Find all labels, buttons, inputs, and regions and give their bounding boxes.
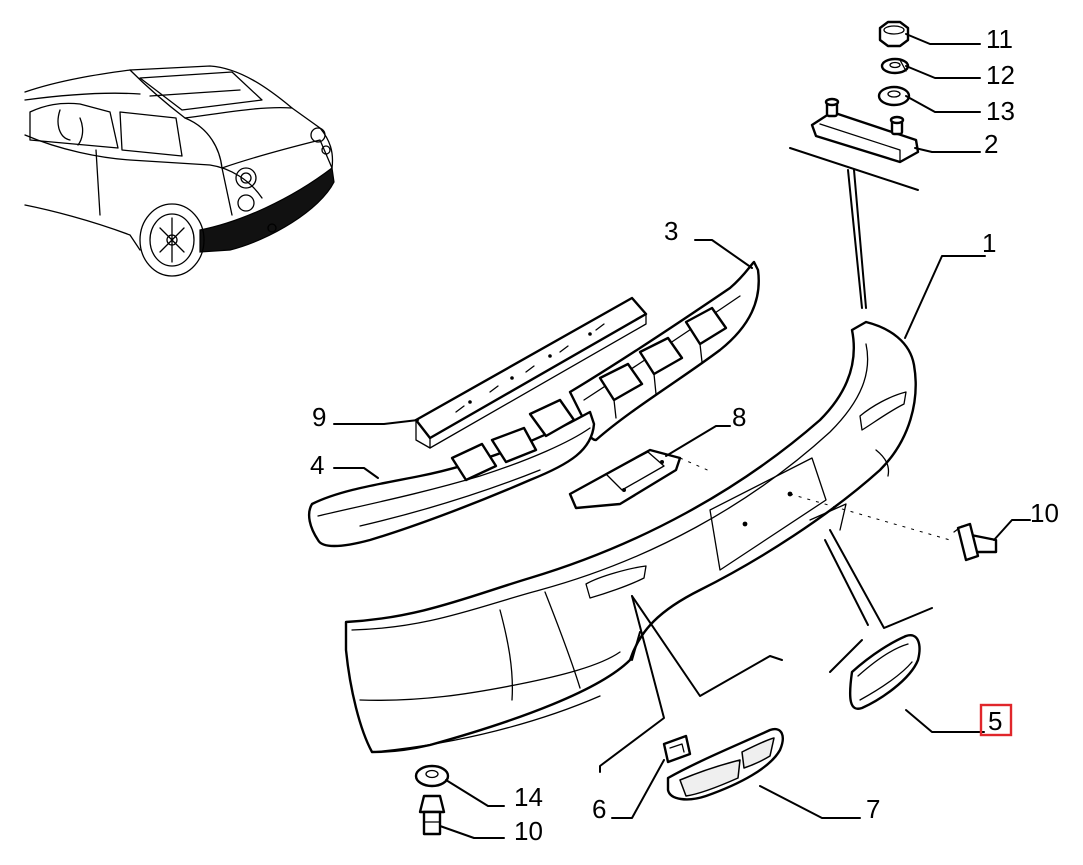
callout-8: 8 [732,402,746,432]
reflector-5 [848,634,921,710]
callout-11: 11 [986,24,1013,54]
callout-6: 6 [592,794,606,824]
bracket-2 [810,97,920,164]
callout-4: 4 [310,450,324,480]
washer-14 [414,764,450,788]
callout-5: 5 [988,706,1002,736]
center-bracket-8 [568,448,682,510]
callout-3: 3 [664,216,678,246]
energy-absorber-3 [568,260,760,442]
callout-10-bottom: 10 [514,816,543,846]
callout-2: 2 [984,129,998,159]
clip-6 [662,734,692,764]
leader-lines [333,33,1031,839]
flat-washer-13 [877,85,911,107]
push-rivet-10-bottom [418,794,446,836]
callout-5-highlight-box [979,703,1013,737]
callout-7: 7 [866,794,880,824]
callout-10-right: 10 [1030,498,1059,528]
split-washer-12 [880,57,910,75]
callout-13: 13 [986,96,1015,126]
callout-14: 14 [514,782,543,812]
callout-1: 1 [982,228,996,258]
mounting-strip-9 [414,296,648,449]
reflector-7 [666,727,784,801]
energy-absorber-4 [307,398,596,548]
callout-12: 12 [986,60,1015,90]
rear-bumper-1 [344,320,917,754]
nut-11 [878,20,910,48]
push-rivet-10-right [953,522,998,562]
car-overview-illustration [24,65,335,277]
callout-9: 9 [312,402,326,432]
